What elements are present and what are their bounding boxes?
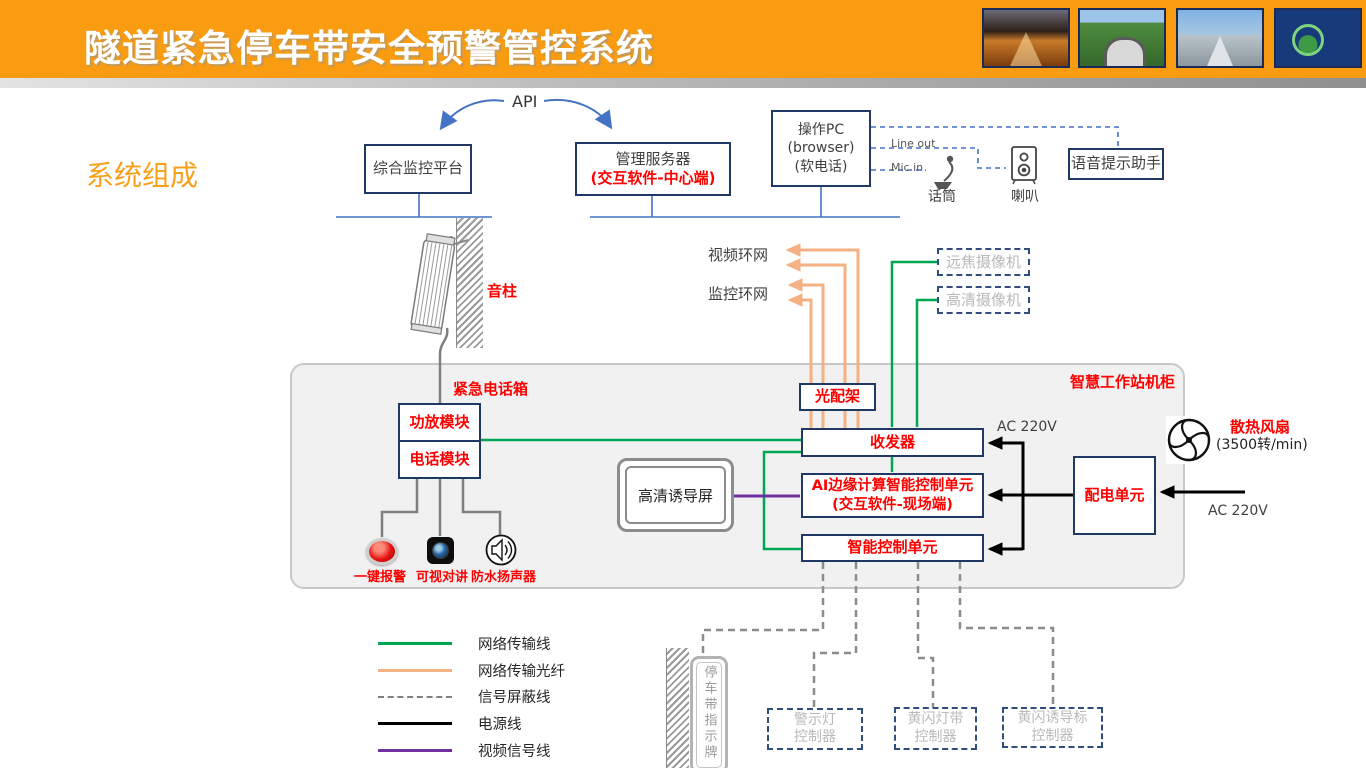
shielded-signal-lines [701,562,1055,708]
sunset-highway-photo [982,8,1070,68]
yellow-guide-controller-box: 黄闪诱导标 控制器 [1002,707,1103,748]
fan-icon [1166,416,1212,464]
header-bar: 隧道紧急停车带安全预警管控系统 [0,0,1366,78]
legend-item-power-line: 电源线 [378,710,565,737]
video-ring-label: 视频环网 [708,246,769,264]
tunnel-entrance-photo [1078,8,1166,68]
operator-pc-box: 操作PC (browser) (软电话) [771,110,871,187]
monitor-platform-box: 综合监控平台 [364,144,472,194]
smart-control-unit-box: 智能控制单元 [801,534,984,562]
fan-speed-label: (3500转/min) [1216,437,1308,453]
interchange-night-photo [1274,8,1362,68]
warning-light-controller-box: 警示灯 控制器 [767,708,863,750]
fan-label: 散热风扇 [1230,418,1291,436]
power-distribution-box: 配电单元 [1073,456,1156,535]
legend-item-fiber-line: 网络传输光纤 [378,657,565,684]
guidance-screen-box: 高清诱导屏 [617,458,734,532]
audio-dashed-lines [871,126,1119,171]
page-title: 隧道紧急停车带安全预警管控系统 [84,27,654,70]
emergency-phone-module-box: 功放模块 电话模块 [398,403,481,479]
far-focus-camera-box: 远焦摄像机 [937,248,1030,276]
phone-module: 电话模块 [400,440,479,477]
intercom-camera-icon [427,537,454,564]
parking-sign: 停车带指示牌 [690,656,728,768]
cabinet-label: 智慧工作站机柜 [1070,373,1176,391]
sound-column-icon [410,233,469,335]
legend: 网络传输线 网络传输光纤 信号屏蔽线 电源线 视频信号线 [378,630,565,764]
one-key-alarm-label: 一键报警 [354,570,407,585]
legend-swatch-green [378,641,452,645]
section-title: 系统组成 [86,159,199,192]
tunnel-wall-hatch-top [456,218,483,348]
speaker-box-label: 喇叭 [1011,189,1039,205]
monitor-ring-label: 监控环网 [708,285,769,303]
line-out-label: Line out [891,137,936,150]
gray-cables [380,327,502,537]
sound-column-label: 音柱 [487,282,518,300]
legend-swatch-purple [378,749,452,753]
legend-swatch-dashed-gray [378,695,452,698]
legend-swatch-orange [378,668,452,672]
yellow-strip-controller-box: 黄闪灯带 控制器 [894,707,977,750]
speaker-box-icon [1011,146,1037,185]
optical-frame-box: 光配架 [799,383,876,411]
api-label: API [512,92,538,111]
management-server-box: 管理服务器 (交互软件-中心端) [575,142,731,196]
api-arrows [439,98,613,131]
microphone-icon [934,155,954,189]
ac-220v-right-label: AC 220V [1208,503,1268,519]
mic-in-label: Mic in [891,161,924,174]
alarm-button-icon [366,538,398,565]
waterproof-speaker-icon [485,534,517,566]
bridge-highway-photo [1176,8,1264,68]
blue-bus-lines [336,187,900,218]
hd-camera-box: 高清摄像机 [937,286,1030,314]
tunnel-wall-hatch-bottom [666,648,689,768]
legend-item-network-line: 网络传输线 [378,630,565,657]
waterproof-speaker-label: 防水扬声器 [471,570,537,585]
legend-item-video-line: 视频信号线 [378,737,565,764]
ac-220v-top-label: AC 220V [997,419,1057,435]
voice-assistant-box: 语音提示助手 [1068,148,1164,180]
legend-swatch-black [378,722,452,726]
microphone-label: 话筒 [928,189,956,205]
amp-module: 功放模块 [409,412,470,431]
ai-edge-unit-box: AI边缘计算智能控制单元 (交互软件-现场端) [801,473,984,518]
power-lines [987,436,1245,556]
legend-item-shield-line: 信号屏蔽线 [378,684,565,711]
transceiver-box: 收发器 [801,428,984,457]
emergency-phone-box-label: 紧急电话箱 [453,380,529,398]
video-intercom-label: 可视对讲 [416,570,469,585]
network-lines [480,260,938,551]
header-shadow-strip [0,78,1366,88]
